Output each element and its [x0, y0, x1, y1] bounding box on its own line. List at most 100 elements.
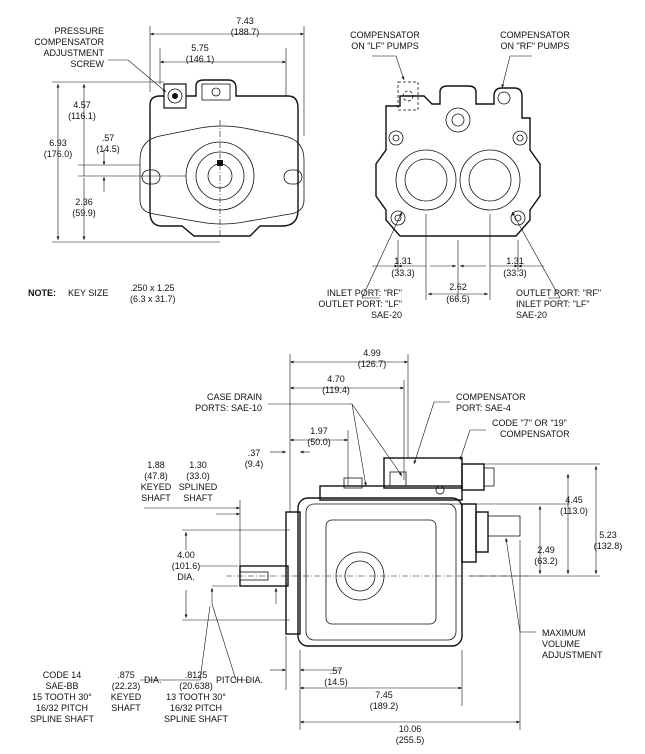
front-dimensions — [52, 26, 305, 243]
callout-screw: SCREW — [71, 59, 105, 69]
dim-745-mm: (189.2) — [370, 701, 399, 711]
dim-197-mm: (50.0) — [307, 437, 331, 447]
pitch-dia: PITCH DIA. — [216, 675, 263, 685]
side-body — [297, 497, 463, 647]
dim-400-dia: DIA. — [177, 572, 195, 582]
keyed-shaft-2: SHAFT — [111, 703, 141, 713]
code14-2: SAE-BB — [45, 681, 78, 691]
dim-400-mm: (101.6) — [172, 561, 201, 571]
rf-label-2: ON "RF" PUMPS — [501, 41, 570, 51]
callout-compensator: COMPENSATOR — [34, 37, 104, 47]
dim-1006-mm: (255.5) — [396, 735, 425, 745]
dim-875-dia: DIA. — [144, 675, 162, 685]
port-right-inner — [468, 158, 512, 202]
bolt-tl — [388, 130, 404, 146]
splined-2: SHAFT — [183, 493, 213, 503]
port-right-outer — [459, 149, 521, 211]
note-value-mm: (6.3 x 31.7) — [130, 294, 176, 304]
dim-470-mm: (119.4) — [322, 385, 350, 395]
dim-base: 2.36 — [75, 197, 93, 207]
outlet-right-2: INLET PORT: "LF" — [516, 299, 590, 309]
splined-1: SPLINED — [179, 482, 218, 492]
dim-188-mm: (47.8) — [144, 471, 168, 481]
dim-8125-mm: (20.638) — [179, 681, 213, 691]
dim-499: 4.99 — [363, 348, 381, 358]
port-left-outer — [395, 149, 457, 211]
front-slot-left — [141, 169, 161, 185]
max-vol-1: MAXIMUM — [542, 628, 586, 638]
rear-labels: COMPENSATOR ON "LF" PUMPS COMPENSATOR ON… — [318, 30, 601, 320]
side-rear-block — [461, 503, 477, 563]
code-7-19-2: COMPENSATOR — [500, 429, 570, 439]
rear-view-body — [375, 85, 541, 237]
dim-base-mm: (59.9) — [72, 208, 96, 218]
keyed-2: SHAFT — [141, 493, 171, 503]
keyed-1: KEYED — [141, 482, 172, 492]
note-value: .250 x 1.25 — [130, 283, 175, 293]
rf-compensator — [497, 91, 511, 105]
dim-shaft-mm: (14.5) — [96, 144, 120, 154]
dim-130-mm: (33.0) — [186, 471, 210, 481]
bolt-br — [510, 210, 526, 226]
comp-screw-head — [167, 88, 183, 104]
front-dim-labels: 7.43 (188.7) 5.75 (146.1) 4.57 (116.1) 6… — [34, 16, 259, 218]
dim-188: 1.88 — [147, 460, 165, 470]
dim-445-mm: (113.0) — [560, 506, 588, 516]
dim-left-mm: (33.3) — [391, 268, 415, 278]
dim-h1: 4.57 — [73, 100, 91, 110]
outlet-right-3: SAE-20 — [516, 310, 547, 320]
max-vol-3: ADJUSTMENT — [542, 650, 603, 660]
dim-8125: .8125 — [185, 670, 208, 680]
dim-499-mm: (126.7) — [358, 359, 387, 369]
rf-label-1: COMPENSATOR — [500, 30, 570, 40]
code14-1: CODE 14 — [43, 670, 82, 680]
dim-197: 1.97 — [310, 426, 328, 436]
dim-57-mm: (14.5) — [324, 677, 348, 687]
case-drain-1: CASE DRAIN — [207, 392, 262, 402]
note-text: KEY SIZE — [68, 288, 108, 298]
dim-400: 4.00 — [177, 550, 195, 560]
dim-445: 4.45 — [565, 495, 583, 505]
dim-37-mm: (9.4) — [245, 459, 264, 469]
dim-total-h-mm: (176.0) — [44, 149, 73, 159]
dim-130: 1.30 — [189, 460, 207, 470]
side-view — [226, 457, 530, 647]
callout-adjustment: ADJUSTMENT — [44, 48, 105, 58]
dim-249-mm: (63.2) — [534, 556, 558, 566]
dim-523-mm: (132.8) — [594, 541, 623, 551]
front-view-flange — [139, 125, 305, 225]
lf-label-2: ON "LF" PUMPS — [351, 41, 418, 51]
code14-4: 16/32 PITCH — [36, 703, 88, 713]
spline13-3: SPLINE SHAFT — [164, 714, 229, 724]
comp-port-1: COMPENSATOR — [456, 392, 526, 402]
code-7-19-1: CODE "7" OR "19" — [492, 418, 567, 428]
front-view-body — [149, 79, 299, 237]
code14-5: SPLINE SHAFT — [30, 714, 95, 724]
rear-dimensions — [361, 55, 561, 300]
dim-center-mm: (66.5) — [446, 294, 470, 304]
bolt-tr — [512, 130, 528, 146]
dim-right-mm: (33.3) — [503, 268, 527, 278]
dim-left: 1.31 — [394, 256, 412, 266]
dim-width-2-mm: (146.1) — [186, 54, 215, 64]
front-top-boss — [201, 83, 231, 101]
side-port-plate — [325, 519, 437, 625]
rear-view — [375, 81, 541, 237]
port-left-inner — [404, 158, 448, 202]
comp-port-2: PORT: SAE-4 — [456, 403, 511, 413]
dim-745: 7.45 — [375, 690, 393, 700]
side-comp-fitting — [461, 463, 485, 491]
spline13-2: 16/32 PITCH — [170, 703, 222, 713]
side-compensator — [383, 457, 463, 489]
spline13-1: 13 TOOTH 30° — [166, 692, 226, 702]
side-max-volume-adj — [475, 511, 489, 553]
dim-width-2: 5.75 — [191, 43, 209, 53]
dim-875-mm: (22.23) — [112, 681, 141, 691]
dim-total-h: 6.93 — [49, 138, 67, 148]
inlet-left-2: OUTLET PORT: "LF" — [318, 299, 402, 309]
dim-875: .875 — [117, 670, 135, 680]
outlet-right-1: OUTLET PORT: "RF" — [516, 288, 601, 298]
lf-compensator-outline — [397, 81, 419, 111]
rear-top-boss — [445, 107, 471, 133]
